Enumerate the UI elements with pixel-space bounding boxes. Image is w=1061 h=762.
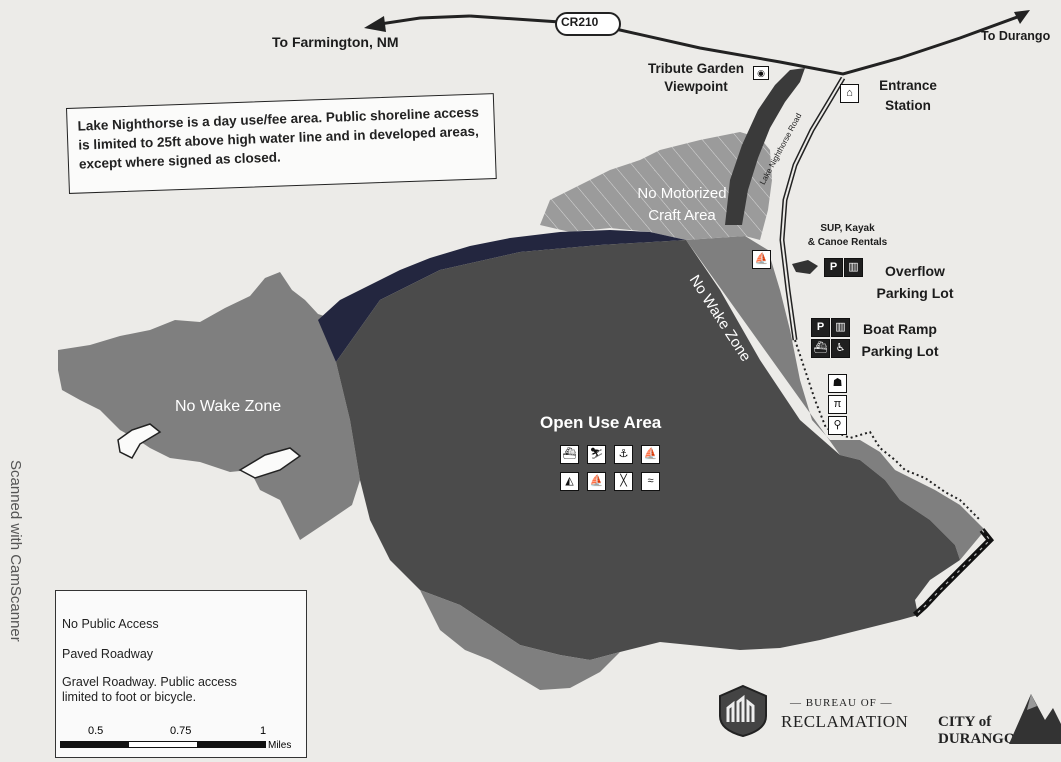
legend-gravel-line1: Gravel Roadway. Public access [62,675,237,689]
parking-icon-overflow: P [824,258,843,277]
no-motorized-area [540,132,772,240]
cr210-label: CR210 [561,15,599,29]
durango-mountain-logo [1009,694,1061,744]
kayak-icon: ⛵ [752,250,771,269]
parking-icon-boat-ramp: P [811,318,830,337]
motorboat-icon: ⛴ [560,445,579,464]
no-wake-west-label: No Wake Zone [175,398,282,415]
bureau-line2: RECLAMATION [781,712,909,731]
lake-south-arm [420,590,620,690]
tribute-garden-line2: Viewpoint [664,79,728,94]
no-motorized-line2: Craft Area [648,207,716,224]
scale-bar: 0.5 0.75 1 Miles [56,725,308,759]
windsurf-icon: ◭ [560,472,579,491]
west-island [238,447,302,479]
boat-ramp-label: Boat Ramp Parking Lot [855,318,945,362]
legend-no-public-access: No Public Access [62,617,159,631]
overflow-parking-line1: Overflow [885,263,945,279]
no-motorized-line1: No Motorized [637,185,727,202]
restroom-icon-overflow: ▥ [844,258,863,277]
sup-rentals-label: SUP, Kayak & Canoe Rentals [800,222,895,250]
scale-unit: Miles [268,740,292,751]
rental-dock-shape [792,260,818,274]
boat-ramp-icon: ⛴ [811,339,830,358]
scanner-note: Scanned with CamScanner [7,460,24,642]
fishing-boat-icon: ⛵ [587,472,606,491]
restroom-icon-boat-ramp: ▥ [831,318,850,337]
bureau-line1: — BUREAU OF — [790,697,893,709]
map-legend: No Public Access Paved Roadway Gravel Ro… [55,590,307,758]
cr210-shield [555,12,621,36]
sup-rentals-line1: SUP, Kayak [820,223,875,234]
entrance-station-line2: Station [885,98,931,113]
boat-ramp-line1: Boat Ramp [863,321,937,337]
waterski-icon: ⛷ [587,445,606,464]
open-use-label: Open Use Area [540,413,662,432]
scale-label-0-5: 0.5 [88,725,104,737]
accessible-icon: ♿ [831,339,850,358]
west-inlet [117,423,162,459]
hiking-icon: ☗ [828,374,847,393]
swim-icon: ≈ [641,472,660,491]
paddle-icon: ╳ [614,472,633,491]
legend-gravel-roadway: Gravel Roadway. Public access limited to… [62,675,237,705]
farmington-arrow [379,14,471,26]
scale-label-0-75: 0.75 [170,725,192,737]
tribute-garden-line1: Tribute Garden [647,61,745,76]
no-wake-zone-west-area [58,272,360,540]
sup-rentals-line2: & Canoe Rentals [807,237,888,248]
scale-bar-graphic [60,741,266,748]
reclamation-seal-icon [719,684,767,738]
city-line1: CITY of [938,714,992,730]
to-farmington-label: To Farmington, NM [272,34,399,50]
overflow-parking-line2: Parking Lot [876,285,954,301]
legend-gravel-line2: limited to foot or bicycle. [62,690,197,704]
entrance-station-line1: Entrance [879,78,937,93]
entrance-road-band [725,68,805,225]
legend-paved-roadway: Paved Roadway [62,647,154,661]
bicycle-icon: ⚲ [828,416,847,435]
notice-text: Lake Nighthorse is a day use/fee area. P… [77,104,480,172]
day-use-notice: Lake Nighthorse is a day use/fee area. P… [66,93,497,194]
picnic-icon: π [828,395,847,414]
city-line2: DURANGO [938,731,1016,747]
camera-icon: ◉ [753,66,769,80]
no-wake-zone-east-area [686,236,985,560]
sailboat-icon: ⛵ [641,445,660,464]
entrance-station-label: Entrance Station [868,76,948,116]
overflow-parking-label: Overflow Parking Lot [870,260,960,304]
tribute-garden-label: Tribute Garden Viewpoint [636,60,756,96]
boat-ramp-line2: Parking Lot [861,343,939,359]
scale-label-1: 1 [260,725,267,737]
no-motorized-label: No Motorized Craft Area [622,183,742,227]
jetski-icon: ⚓ [614,445,633,464]
to-durango-label: To Durango [981,29,1051,43]
ranger-station-icon: ⌂ [840,84,859,103]
